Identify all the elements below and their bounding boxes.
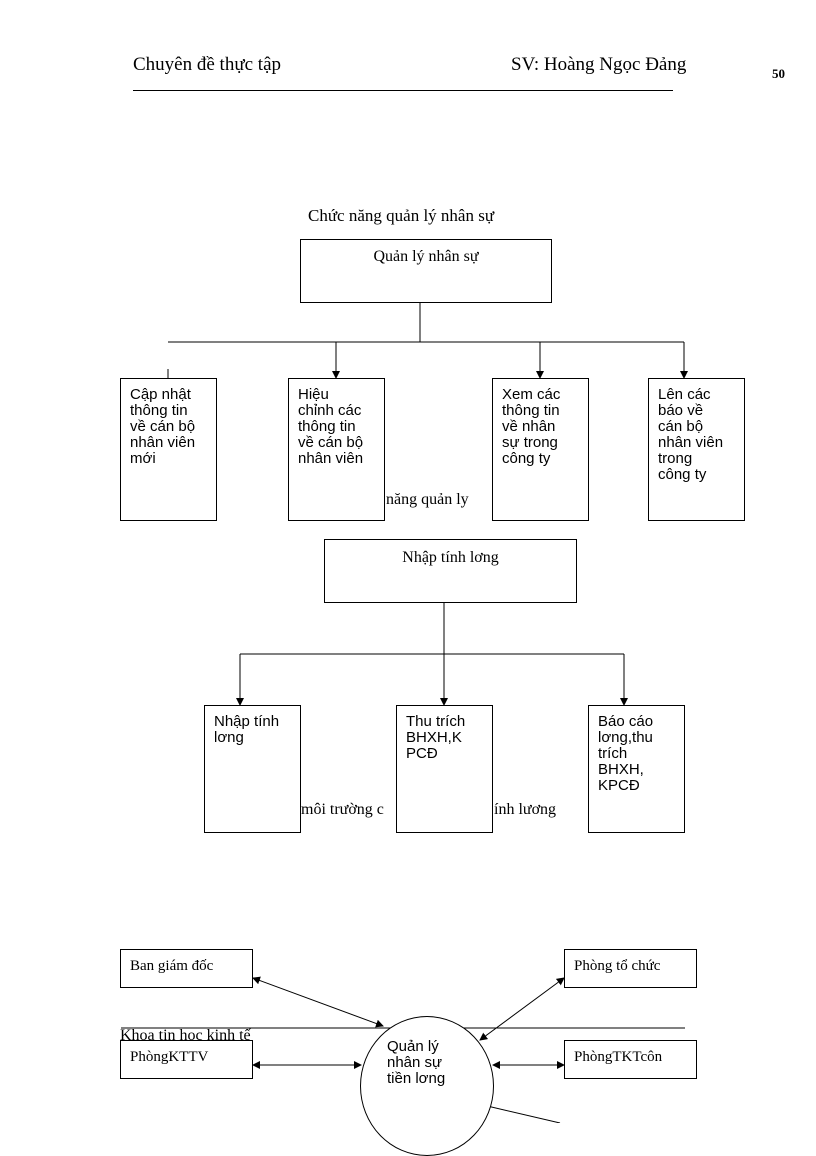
- header-right: SV: Hoàng Ngọc Đảng: [511, 54, 687, 75]
- hr-child-box-3: Xem các thông tin về nhân sự trong công …: [492, 378, 589, 521]
- hr-child-label-3: Xem các thông tin về nhân sự trong công …: [502, 386, 561, 467]
- board-of-directors-label: Ban giám đốc: [130, 958, 214, 974]
- footer-fragment: Khoa tin học kinh tế: [120, 1027, 251, 1044]
- section1-hidden-caption-fragment: năng quản ly: [386, 491, 469, 508]
- section1-caption: Chức năng quản lý nhân sự: [308, 206, 495, 225]
- hr-child-box-1: Cập nhật thông tin về cán bộ nhân viên m…: [120, 378, 217, 521]
- header-rule: [133, 90, 673, 91]
- organization-dept-label: Phòng tổ chức: [574, 958, 661, 974]
- payroll-child-box-3: Báo cáo lơng,thu trích BHXH, KPCĐ: [588, 705, 685, 833]
- section2-caption-fragment-left: môi trường c: [301, 801, 384, 818]
- payroll-root-label: Nhập tính lơng: [402, 549, 499, 566]
- hr-management-root-box: Quản lý nhân sự: [300, 239, 552, 303]
- payroll-child-label-2: Thu trích BHXH,K PCĐ: [406, 713, 466, 762]
- payroll-child-box-2: Thu trích BHXH,K PCĐ: [396, 705, 493, 833]
- hr-child-label-1: Cập nhật thông tin về cán bộ nhân viên m…: [130, 386, 196, 467]
- hr-payroll-center-oval: Quản lý nhân sự tiền lơng: [360, 1016, 494, 1156]
- payroll-child-box-1: Nhập tính lơng: [204, 705, 301, 833]
- statistics-dept-label: PhòngTKTcôn: [574, 1049, 663, 1065]
- header-left: Chuyên đề thực tập: [133, 54, 282, 75]
- accounting-dept-box: PhòngKTTV: [120, 1040, 253, 1079]
- payroll-root-box: Nhập tính lơng: [324, 539, 577, 603]
- hr-child-label-2: Hiệu chỉnh các thông tin về cán bộ nhân …: [298, 386, 364, 467]
- statistics-dept-box: PhòngTKTcôn: [564, 1040, 697, 1079]
- hr-child-box-2: Hiệu chỉnh các thông tin về cán bộ nhân …: [288, 378, 385, 521]
- section2-caption-fragment-right: ính lương: [494, 801, 557, 818]
- payroll-child-label-1: Nhập tính lơng: [214, 713, 280, 746]
- board-of-directors-box: Ban giám đốc: [120, 949, 253, 988]
- accounting-dept-label: PhòngKTTV: [130, 1049, 209, 1065]
- hr-child-box-4: Lên các báo về cán bộ nhân viên trong cô…: [648, 378, 745, 521]
- hr-child-label-4: Lên các báo về cán bộ nhân viên trong cô…: [658, 386, 724, 483]
- page-number: 50: [772, 66, 785, 81]
- hr-payroll-center-label: Quản lý nhân sự tiền lơng: [387, 1038, 446, 1087]
- hr-management-root-label: Quản lý nhân sự: [373, 248, 479, 265]
- payroll-child-label-3: Báo cáo lơng,thu trích BHXH, KPCĐ: [598, 713, 654, 794]
- organization-dept-box: Phòng tổ chức: [564, 949, 697, 988]
